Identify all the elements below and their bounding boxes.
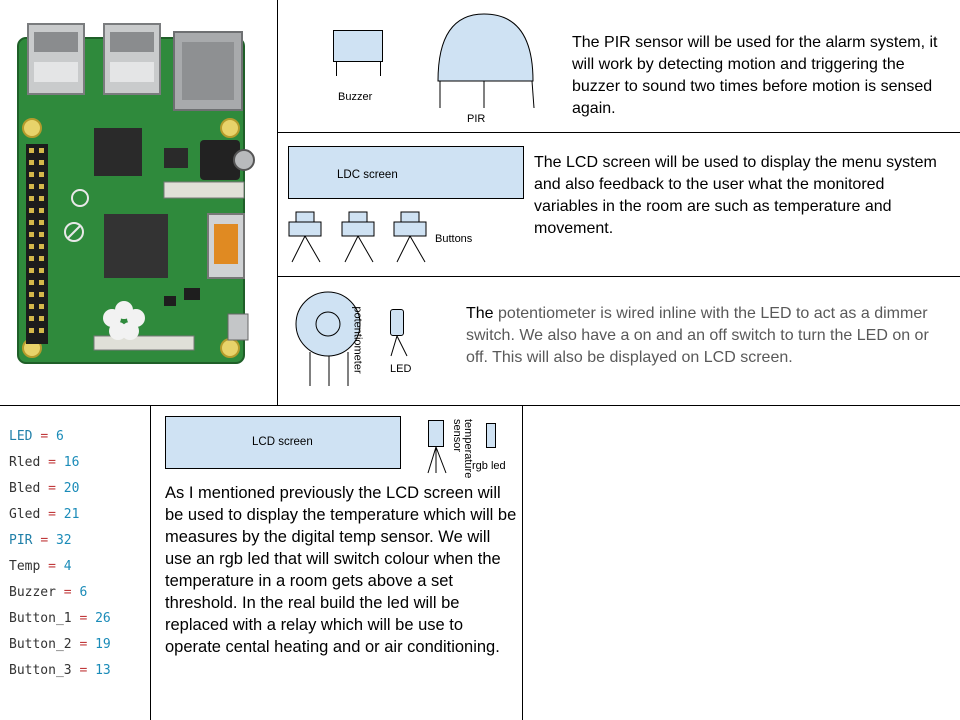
divider-main-vertical — [277, 0, 278, 405]
temperature-sensor-leads — [424, 446, 450, 475]
lcd-screen-2-label: LCD screen — [252, 436, 313, 448]
rgb-led-shape — [486, 423, 496, 448]
potentiometer-shape — [290, 290, 370, 390]
divider-code-column — [150, 405, 151, 720]
potentiometer-description-rest: potentiometer is wired inline with the L… — [466, 305, 929, 366]
pir-label: PIR — [467, 113, 486, 125]
buzzer-lead-left — [336, 62, 337, 76]
led-leads — [388, 335, 412, 360]
buzzer-lead-right — [380, 62, 381, 76]
lcd-description: The LCD screen will be used to display t… — [534, 154, 937, 237]
pin-row: Button_2 = 19 — [9, 637, 111, 652]
lcd-screen-2-shape — [165, 416, 401, 469]
lcd-screen-shape — [288, 146, 524, 199]
pin-row: Buzzer = 6 — [9, 585, 88, 600]
pin-row: Bled = 20 — [9, 481, 80, 496]
led-label: LED — [390, 363, 412, 375]
pin-row: Rled = 16 — [9, 455, 80, 470]
pir-description: The PIR sensor will be used for the alar… — [572, 34, 938, 117]
buzzer-shape — [333, 30, 383, 62]
divider-row-3 — [0, 405, 960, 406]
potentiometer-label: potentiometer — [351, 306, 364, 374]
rgb-led-label: rgb led — [472, 460, 506, 472]
pin-row: PIR = 32 — [9, 533, 72, 548]
pin-row: Temp = 4 — [9, 559, 72, 574]
pin-row: Gled = 21 — [9, 507, 80, 522]
potentiometer-description: The potentiometer is wired inline with t… — [466, 303, 952, 369]
temperature-description: As I mentioned previously the LCD screen… — [165, 484, 517, 656]
divider-row-2 — [277, 276, 960, 277]
buzzer-label: Buzzer — [338, 91, 373, 103]
buttons-shape — [284, 208, 434, 268]
raspberry-pi-board-image — [14, 18, 264, 368]
potentiometer-description-lead: The — [466, 305, 494, 322]
divider-row-1 — [277, 132, 960, 133]
pir-sensor-shape — [430, 10, 540, 120]
pin-row: LED = 6 — [9, 429, 64, 444]
temperature-sensor-shape — [428, 420, 444, 447]
pin-row: Button_3 = 13 — [9, 663, 111, 678]
led-shape — [390, 309, 404, 336]
pin-row: Button_1 = 26 — [9, 611, 111, 626]
buttons-label: Buttons — [435, 233, 473, 245]
divider-bottom-right — [522, 405, 523, 720]
lcd-screen-label: LDC screen — [337, 169, 398, 181]
